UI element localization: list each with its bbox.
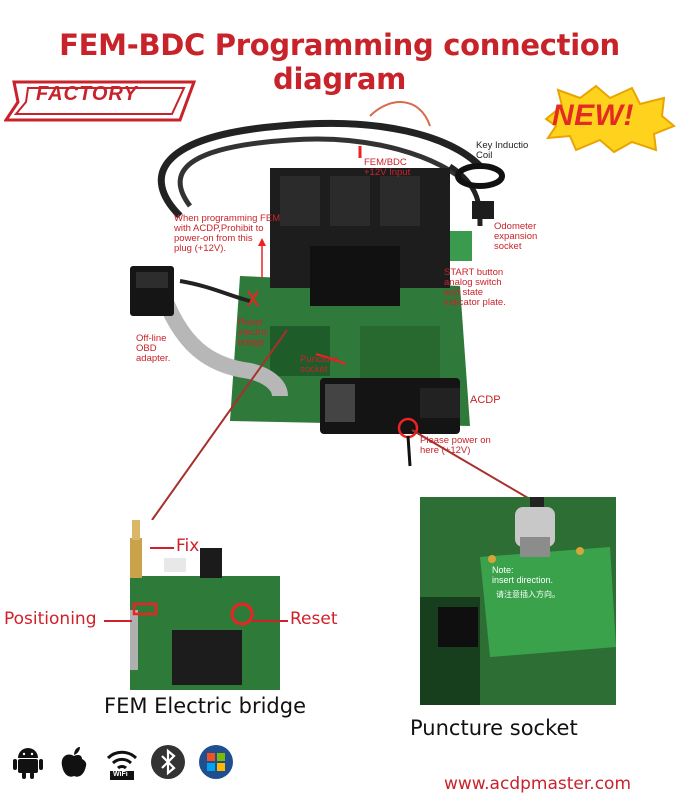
positioning-label: Positioning (4, 609, 97, 629)
fix-pointer (150, 547, 174, 549)
wifi-icon (106, 750, 138, 780)
windows-icon (199, 745, 233, 779)
insert-direction-note: Note: insert direction. (492, 565, 554, 585)
factory-label: FACTORY (36, 83, 138, 105)
offline-obd-label: Off-line OBD adapter. (136, 333, 171, 364)
page-title: FEM-BDC Programming connection diagram (59, 28, 620, 96)
new-label: NEW! (552, 99, 634, 132)
reset-bridge-label: Reset electric bridge (238, 317, 269, 348)
android-icon (13, 748, 43, 779)
key-induction-label: Key Inductio Coil (476, 140, 529, 161)
puncture-socket-small-label: Puncture socket (300, 354, 339, 375)
puncture-socket-caption: Puncture socket (410, 716, 578, 740)
main-board-photo (130, 101, 505, 467)
prohibit-power-label: When programming FEM with ACDP,Prohibit … (174, 213, 281, 254)
start-button-label: START button analog switch and state ind… (444, 267, 506, 308)
fem-bridge-photo (130, 520, 280, 690)
fem-bdc-input-label: FEM/BDC +12V Input (364, 157, 411, 178)
positioning-pointer (104, 620, 132, 622)
new-burst-icon (544, 84, 676, 154)
insert-direction-chinese: 请注意插入方向。 (496, 590, 560, 599)
factory-badge (4, 80, 197, 122)
fem-bridge-caption: FEM Electric bridge (104, 694, 307, 718)
apple-icon (61, 747, 87, 777)
puncture-socket-photo (420, 497, 616, 705)
power-on-here-label: Please power on here (+12V) (420, 435, 491, 456)
fix-label: Fix (176, 536, 200, 556)
acdp-label: ACDP (470, 394, 501, 406)
wifi-label: WiFi (113, 771, 128, 778)
bluetooth-icon (151, 745, 185, 779)
odometer-socket-label: Odometer expansion socket (494, 221, 538, 252)
reset-label: Reset (290, 609, 338, 629)
website-url[interactable]: www.acdpmaster.com (444, 774, 631, 794)
reset-pointer (252, 620, 288, 622)
